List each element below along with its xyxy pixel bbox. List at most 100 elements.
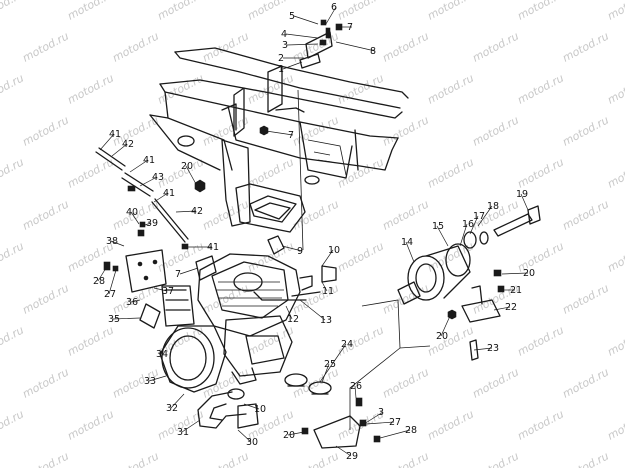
watermark-text: motod.ru	[560, 113, 611, 148]
watermark-text: motod.ru	[605, 239, 625, 274]
leader-line	[185, 165, 197, 185]
part-callout-32: 32	[166, 403, 178, 414]
leader-line	[469, 215, 479, 235]
leader-line	[237, 429, 252, 443]
watermark-text: motod.ru	[200, 449, 251, 468]
part-callout-24: 24	[341, 339, 353, 350]
watermark-text: motod.ru	[605, 71, 625, 106]
leader-line	[493, 306, 511, 311]
watermark-text: motod.ru	[605, 155, 625, 190]
watermark-text: motod.ru	[515, 323, 566, 358]
watermark-text: motod.ru	[65, 407, 116, 442]
watermark-text: motod.ru	[0, 323, 26, 358]
leader-line	[405, 241, 415, 263]
part-callout-41: 41	[163, 188, 175, 199]
part-callout-40: 40	[126, 207, 138, 218]
leader-line	[99, 133, 115, 151]
watermark-text: motod.ru	[470, 29, 521, 64]
part-callout-10: 10	[254, 404, 266, 415]
part-callout-8: 8	[370, 46, 376, 57]
part-callout-38: 38	[106, 236, 118, 247]
watermark-text: motod.ru	[470, 113, 521, 148]
leader-line	[243, 403, 260, 410]
leader-line	[129, 159, 149, 173]
leader-line	[179, 267, 199, 275]
leader-line	[153, 287, 168, 292]
watermark-text: motod.ru	[560, 281, 611, 316]
watermark-text: motod.ru	[335, 239, 386, 274]
watermark-text: motod.ru	[65, 323, 116, 358]
watermark-text: motod.ru	[20, 281, 71, 316]
watermark-text: motod.ru	[380, 197, 431, 232]
part-callout-3: 3	[282, 40, 288, 51]
leader-line	[335, 41, 376, 52]
part-callout-13: 13	[320, 315, 332, 326]
watermark-text: motod.ru	[515, 155, 566, 190]
part-callout-41: 41	[207, 242, 219, 253]
leader-line	[281, 245, 303, 252]
watermark-text: motod.ru	[515, 71, 566, 106]
leader-line	[365, 421, 395, 425]
leader-line	[321, 281, 328, 292]
watermark-text: motod.ru	[200, 29, 251, 64]
leader-line	[285, 305, 293, 320]
leader-line	[265, 130, 294, 136]
watermark-text: motod.ru	[200, 197, 251, 232]
part-callout-23: 23	[487, 343, 499, 354]
watermark-text: motod.ru	[470, 365, 521, 400]
leader-line	[130, 299, 141, 303]
leader-line	[148, 375, 167, 382]
part-callout-37: 37	[162, 286, 174, 297]
watermark-text: motod.ru	[20, 365, 71, 400]
part-callout-4: 4	[281, 29, 287, 40]
part-callout-1: 1	[278, 64, 284, 75]
leader-line	[112, 317, 141, 320]
part-callout-42: 42	[191, 206, 203, 217]
leader-line	[108, 269, 117, 295]
part-callout-29: 29	[346, 451, 358, 462]
leader-line	[501, 272, 529, 275]
part-callout-14: 14	[401, 237, 413, 248]
watermark-text: motod.ru	[0, 155, 26, 190]
watermark-text: motod.ru	[605, 407, 625, 442]
watermark-text: motod.ru	[20, 113, 71, 148]
leader-line	[110, 240, 125, 247]
leader-line	[520, 193, 529, 211]
leader-line	[181, 419, 201, 433]
watermark-text: motod.ru	[335, 0, 386, 23]
watermark-text: motod.ru	[0, 71, 26, 106]
watermark-text: motod.ru	[605, 323, 625, 358]
leader-line	[325, 6, 337, 25]
part-callout-34: 34	[156, 349, 168, 360]
part-callout-7: 7	[288, 130, 294, 141]
leader-lines	[97, 6, 529, 457]
leader-line	[286, 43, 319, 46]
part-callout-30: 30	[246, 437, 258, 448]
part-callout-20: 20	[523, 268, 535, 279]
leader-line	[473, 347, 493, 351]
leader-line	[440, 315, 451, 337]
leader-line	[287, 431, 305, 436]
part-callout-19: 19	[516, 189, 528, 200]
watermark-text: motod.ru	[20, 449, 71, 468]
leader-line	[175, 210, 197, 213]
watermark-text: motod.ru	[245, 155, 296, 190]
leader-line	[299, 299, 326, 321]
part-callout-33: 33	[144, 376, 156, 387]
exhaust-pipe	[197, 388, 259, 429]
part-callout-12: 12	[287, 314, 299, 325]
part-callout-27: 27	[104, 289, 116, 300]
cable-rods	[95, 147, 206, 329]
leader-line	[130, 211, 140, 225]
frame-chassis	[149, 47, 409, 251]
watermark-text: motod.ru	[0, 239, 26, 274]
part-callout-26: 26	[350, 381, 362, 392]
part-callout-27: 27	[389, 417, 401, 428]
watermark-text: motod.ru	[560, 197, 611, 232]
watermark-text: motod.ru	[425, 407, 476, 442]
part-callout-36: 36	[126, 297, 138, 308]
leader-line	[459, 223, 468, 247]
